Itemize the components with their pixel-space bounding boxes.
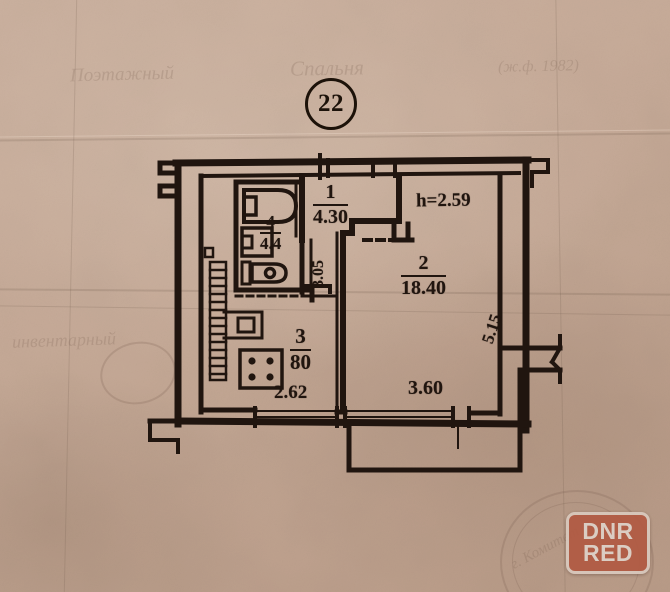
room-2-area: 18.40 <box>401 276 446 299</box>
room-2-label: 2 18.40 <box>401 253 446 299</box>
room-2-number: 2 <box>401 253 446 277</box>
watermark-line-2: RED <box>582 540 634 566</box>
watermark-line-1: DNR <box>582 518 634 545</box>
dimension-living-width: 3.60 <box>408 377 443 399</box>
ceiling-height-label: h=2.59 <box>415 189 471 212</box>
room-4-number: 4 <box>260 213 282 234</box>
room-4-label: 4 4.4 <box>260 213 282 253</box>
room-1-label: 1 4.30 <box>313 182 348 228</box>
dimension-kitchen-width: 2.62 <box>274 382 308 403</box>
room-1-area: 4.30 <box>313 205 348 228</box>
dimension-kitchen-depth: 3.05 <box>310 260 327 288</box>
plan-number-badge: 22 <box>305 78 357 130</box>
dnr-red-watermark: DNR RED <box>566 512 650 574</box>
room-1-number: 1 <box>313 182 348 206</box>
room-3-number: 3 <box>290 325 311 351</box>
plan-number-text: 22 <box>318 90 344 117</box>
room-4-area: 4.4 <box>260 233 282 253</box>
room-3-area: 80 <box>290 349 311 374</box>
room-3-label: 3 80 <box>290 325 311 374</box>
